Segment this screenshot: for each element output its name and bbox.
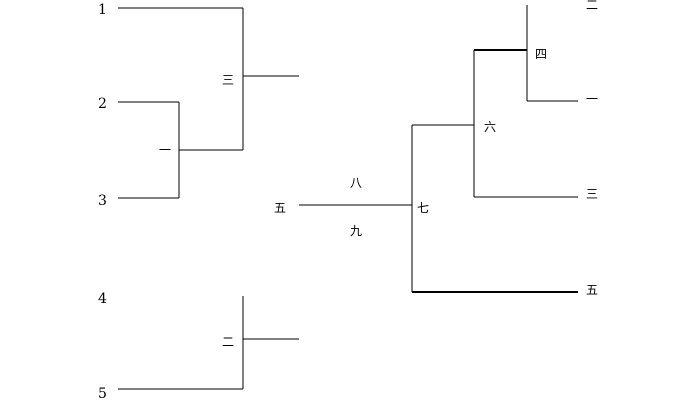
seed-label-4: 4 (98, 291, 107, 307)
match-label-two: 二 (222, 335, 234, 349)
seed-labels: 1 2 3 4 5 (98, 2, 107, 400)
left-match-labels: 三 一 二 (159, 73, 234, 349)
center-upper-label: 八 (350, 176, 362, 190)
match-label-three: 三 (222, 73, 234, 87)
junction-label: 七 (417, 201, 429, 215)
center-lines (299, 125, 413, 292)
outcome-labels: 二 一 三 五 (586, 0, 598, 297)
right-match-labels: 六 四 (484, 47, 547, 134)
center-left-label: 五 (274, 201, 286, 215)
right-bracket-lines (412, 5, 578, 293)
match-label-four: 四 (535, 47, 547, 61)
outcome-label-five: 五 (586, 283, 598, 297)
match-label-one: 一 (159, 143, 171, 157)
seed-label-2: 2 (98, 96, 107, 112)
seed-label-5: 5 (98, 386, 107, 400)
left-bracket-lines (118, 7, 299, 390)
outcome-label-one: 一 (586, 92, 598, 106)
seed-label-3: 3 (98, 193, 107, 209)
center-labels: 五 八 九 七 (274, 176, 429, 238)
seed-label-1: 1 (98, 2, 107, 18)
match-label-six: 六 (484, 120, 496, 134)
outcome-label-two: 二 (586, 0, 598, 12)
outcome-label-three: 三 (586, 187, 598, 201)
center-lower-label: 九 (350, 224, 362, 238)
